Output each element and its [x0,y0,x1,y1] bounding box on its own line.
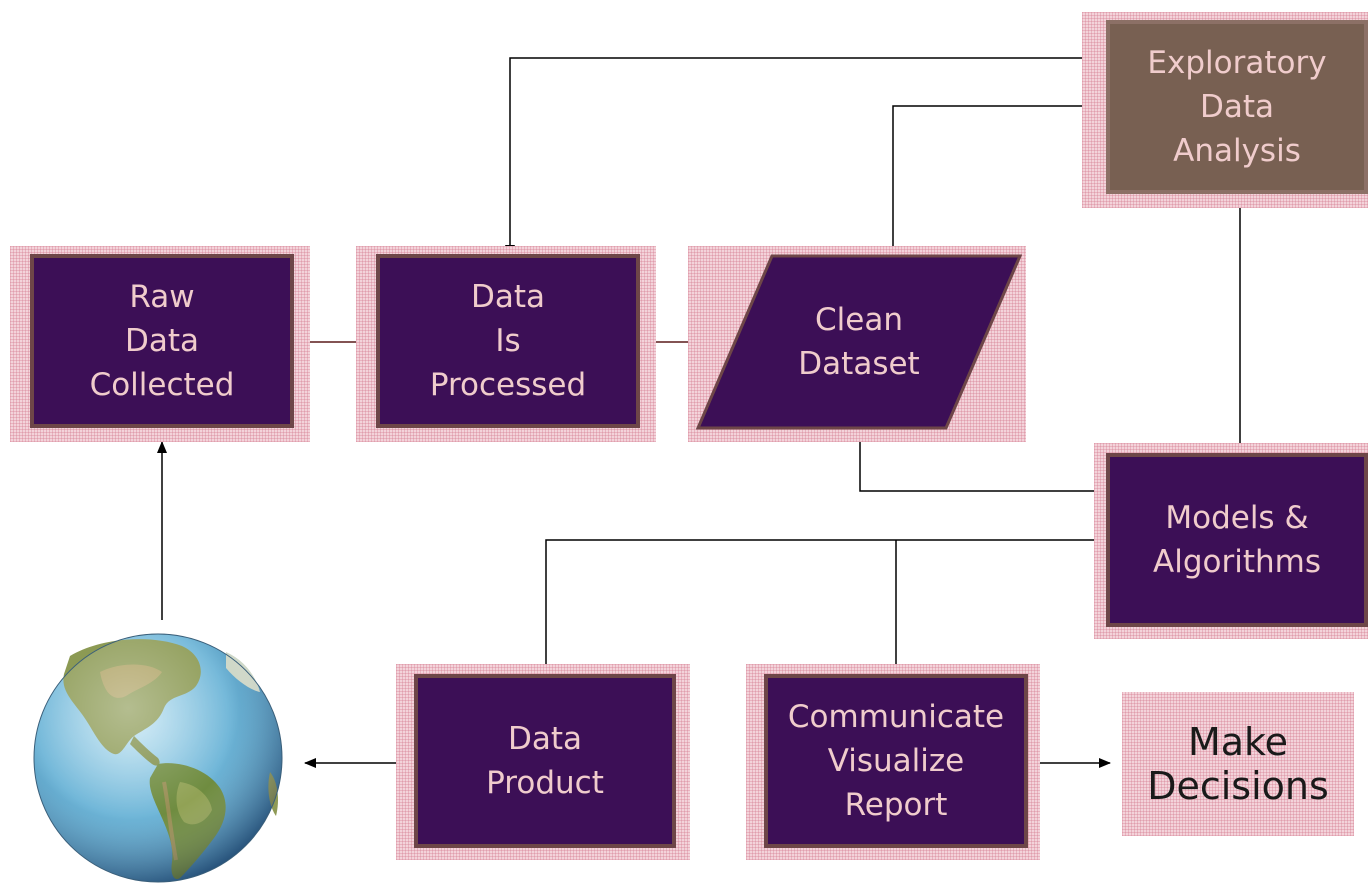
globe-icon [33,633,283,883]
node-label-line: Data [470,279,546,315]
node-label-line: Algorithms [1153,544,1321,580]
node-models-algorithms: Models & Algorithms [1106,453,1368,627]
node-data-is-processed: Data Is Processed [376,254,640,428]
node-label-line: Is [495,323,521,359]
node-label-line: Visualize [827,743,965,779]
node-label-line: Exploratory [1147,45,1327,81]
node-communicate-visualize-report: Communicate Visualize Report [764,674,1028,848]
node-label-line: Dataset [798,346,920,382]
arrow-models-to-product [541,539,1108,677]
node-make-decisions-bg [1122,692,1354,836]
node-label-line: Data [124,323,200,359]
node-label-line: Models & [1165,500,1309,536]
node-clean-dataset: Clean Dataset [736,254,982,430]
node-label-line: Decisions [1147,764,1329,808]
node-label-line: Collected [89,367,235,403]
node-raw-data-collected: Raw Data Collected [30,254,294,428]
arrow-clean-to-models [859,430,1109,496]
node-label-line: Raw [129,279,195,315]
node-label-line: Data [507,721,583,757]
node-label-line: Product [486,765,604,801]
node-exploratory-data-analysis: Exploratory Data Analysis [1106,20,1368,194]
node-clean-dataset-shape [696,254,1022,430]
node-label-line: Make [1187,720,1289,764]
node-label-line: Data [1199,89,1275,125]
node-label-line: Communicate [787,699,1005,735]
arrow-clean-to-eda [892,101,1109,254]
node-make-decisions: Make Decisions [1122,692,1354,836]
node-data-product: Data Product [414,674,676,848]
node-label-line: Processed [429,367,587,403]
node-label-line: Clean [815,302,903,338]
node-label-line: Report [844,787,948,823]
arrow-eda-to-processed [505,57,1108,257]
node-label-line: Analysis [1173,133,1301,169]
